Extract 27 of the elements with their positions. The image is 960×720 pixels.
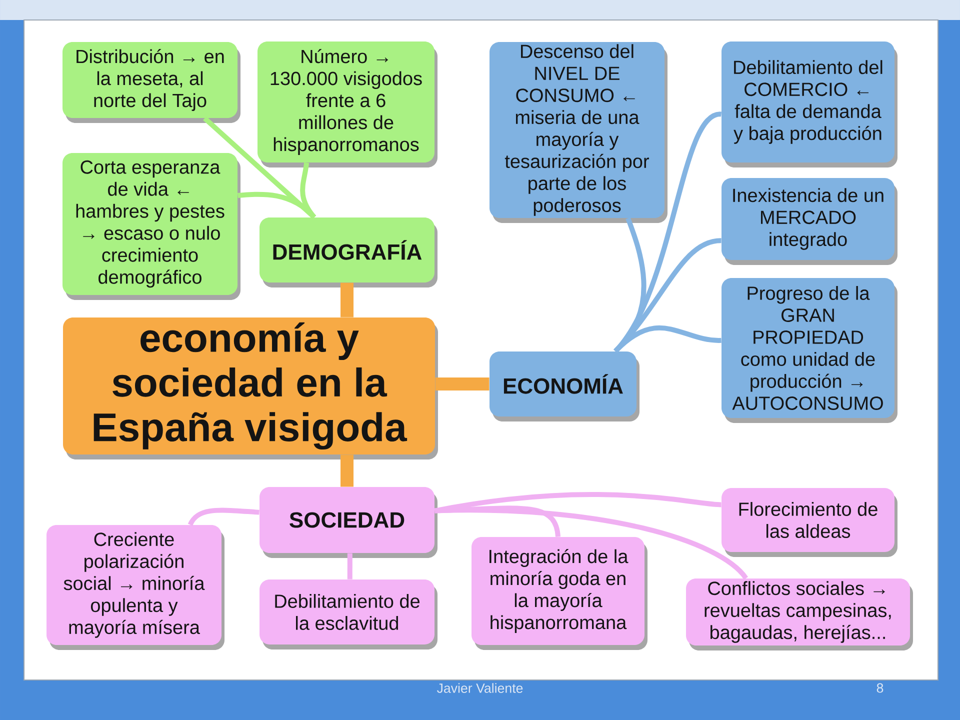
- idea-box: Número → 130.000 visigodos frente a 6 millones de hispanorromanos: [258, 42, 438, 168]
- footer-text: Javier Valiente: [436, 683, 523, 693]
- branch-box: ECONOMÍA: [490, 352, 640, 422]
- idea-box: Distribución → en la meseta, al norte del Tajo: [62, 42, 240, 123]
- idea-box: Progreso de la GRAN PROPIEDAD como unidad de producción → AUTOCONSUMO: [722, 278, 898, 423]
- idea-box: Florecimiento de las aldeas: [722, 488, 898, 557]
- idea-box: Creciente polarización social → minoría opulenta y mayoría mísera: [46, 525, 224, 650]
- connector-line: [238, 192, 316, 219]
- connector-line: [435, 378, 490, 390]
- branch-box: DEMOGRAFÍA: [260, 218, 438, 288]
- connector-line: [614, 326, 722, 354]
- connector-line: [203, 116, 316, 220]
- connector-line: [188, 508, 260, 526]
- connector-line: [340, 282, 354, 318]
- connector-line: [434, 508, 748, 580]
- page-number: 8: [876, 683, 884, 693]
- idea-box: Descenso del NIVEL DE CONSUMO ← miseria de una mayoría y tesaurización por parte de los poderosos: [490, 42, 668, 223]
- idea-box: Integración de la minoría goda en la mayoría hispanorromana: [472, 537, 648, 650]
- connector-line: [340, 454, 354, 487]
- idea-box: Inexistencia de un MERCADO integrado: [722, 178, 898, 265]
- idea-box: Debilitamiento de la esclavitud: [260, 580, 438, 650]
- branch-box: SOCIEDAD: [260, 487, 438, 558]
- central-topic-box: economía y sociedad en la España visigoda: [63, 318, 438, 460]
- idea-box: Conflictos sociales → revueltas campesinas, bagaudas, herejías...: [686, 578, 913, 650]
- idea-box: Corta esperanza de vida ← hambres y pestes → escaso o nulo crecimiento demográfico: [62, 153, 240, 300]
- idea-box: Debilitamiento del COMERCIO ← falta de demanda y baja producción: [722, 42, 898, 168]
- connector-line: [347, 553, 352, 580]
